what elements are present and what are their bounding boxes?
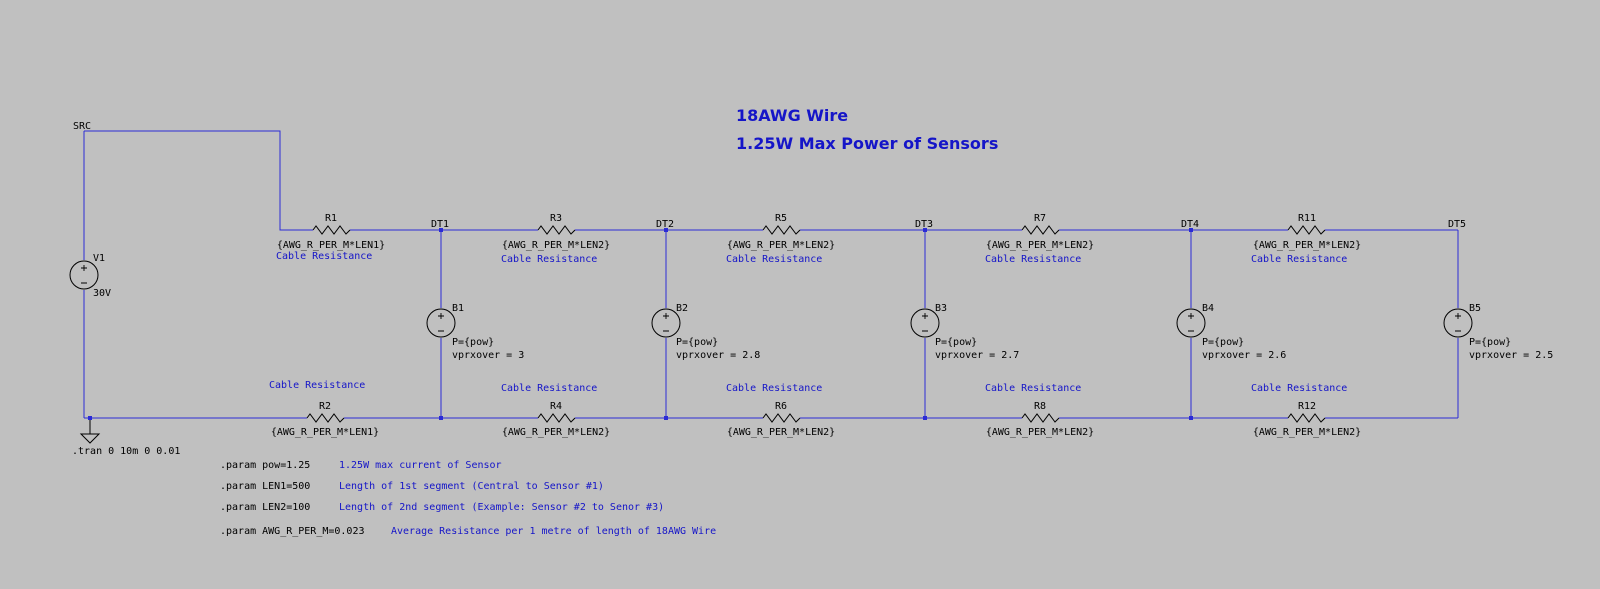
r6-comment[interactable]: Cable Resistance [726,383,822,394]
param-pow-comment[interactable]: 1.25W max current of Sensor [339,460,502,471]
r1-value: {AWG_R_PER_M*LEN1} [277,240,385,251]
r3-value: {AWG_R_PER_M*LEN2} [502,240,610,251]
tran-directive[interactable]: .tran 0 10m 0 0.01 [72,446,180,457]
b5-symbol[interactable] [1443,308,1473,338]
b1-power: P={pow} [452,337,494,348]
r1-name: R1 [325,213,337,224]
b4-vprxover: vprxover = 2.6 [1202,350,1286,361]
r8-value: {AWG_R_PER_M*LEN2} [986,427,1094,438]
junction-dot [439,416,443,420]
r7-value: {AWG_R_PER_M*LEN2} [986,240,1094,251]
r5-value: {AWG_R_PER_M*LEN2} [727,240,835,251]
net-label-dt3[interactable]: DT3 [915,219,933,230]
resistor-symbols [306,225,1326,423]
junction-dot [664,416,668,420]
r11-symbol[interactable] [1287,225,1326,235]
r4-value: {AWG_R_PER_M*LEN2} [502,427,610,438]
v1-symbol[interactable] [69,260,99,290]
net-label-dt1[interactable]: DT1 [431,219,449,230]
b2-power: P={pow} [676,337,718,348]
r11-name: R11 [1298,213,1316,224]
junction-dot [664,228,668,232]
b5-name: B5 [1469,303,1481,314]
r3-name: R3 [550,213,562,224]
b1-vprxover: vprxover = 3 [452,350,524,361]
b3-name: B3 [935,303,947,314]
net-label-src[interactable]: SRC [73,121,91,132]
junctions [88,228,1193,420]
r6-symbol[interactable] [762,413,801,423]
source-symbols [69,260,1473,338]
param-pow-directive[interactable]: .param pow=1.25 [220,460,310,471]
r5-name: R5 [775,213,787,224]
param-awg-directive[interactable]: .param AWG_R_PER_M=0.023 [220,526,365,537]
b1-name: B1 [452,303,464,314]
b4-symbol[interactable] [1176,308,1206,338]
v1-value: 30V [93,288,111,299]
b1-symbol[interactable] [426,308,456,338]
param-len2-comment[interactable]: Length of 2nd segment (Example: Sensor #… [339,502,664,513]
param-awg-comment[interactable]: Average Resistance per 1 metre of length… [391,526,716,537]
r1-comment[interactable]: Cable Resistance [276,251,372,262]
title-wire: 18AWG Wire [736,106,848,125]
b4-name: B4 [1202,303,1214,314]
net-label-dt5[interactable]: DT5 [1448,219,1466,230]
net-label-dt2[interactable]: DT2 [656,219,674,230]
r11-value: {AWG_R_PER_M*LEN2} [1253,240,1361,251]
r4-comment[interactable]: Cable Resistance [501,383,597,394]
r8-comment[interactable]: Cable Resistance [985,383,1081,394]
wire-src-top[interactable] [84,130,313,231]
r7-name: R7 [1034,213,1046,224]
r5-symbol[interactable] [762,225,801,235]
r11-comment[interactable]: Cable Resistance [1251,254,1347,265]
r3-symbol[interactable] [537,225,576,235]
r8-symbol[interactable] [1021,413,1060,423]
junction-dot [923,416,927,420]
junction-dot [439,228,443,232]
r2-symbol[interactable] [306,413,345,423]
r8-name: R8 [1034,401,1046,412]
title-power: 1.25W Max Power of Sensors [736,134,998,153]
r6-name: R6 [775,401,787,412]
ground-icon[interactable] [79,420,101,444]
v1-name: V1 [93,253,105,264]
r2-name: R2 [319,401,331,412]
wires [83,130,1459,419]
b2-vprxover: vprxover = 2.8 [676,350,760,361]
r12-comment[interactable]: Cable Resistance [1251,383,1347,394]
b3-vprxover: vprxover = 2.7 [935,350,1019,361]
param-len2-directive[interactable]: .param LEN2=100 [220,502,310,513]
r4-symbol[interactable] [537,413,576,423]
r4-name: R4 [550,401,562,412]
junction-dot [1189,228,1193,232]
r7-comment[interactable]: Cable Resistance [985,254,1081,265]
b4-power: P={pow} [1202,337,1244,348]
r12-name: R12 [1298,401,1316,412]
r3-comment[interactable]: Cable Resistance [501,254,597,265]
r7-symbol[interactable] [1021,225,1060,235]
b3-power: P={pow} [935,337,977,348]
b3-symbol[interactable] [910,308,940,338]
net-label-dt4[interactable]: DT4 [1181,219,1199,230]
b5-vprxover: vprxover = 2.5 [1469,350,1553,361]
b5-power: P={pow} [1469,337,1511,348]
r5-comment[interactable]: Cable Resistance [726,254,822,265]
r12-symbol[interactable] [1287,413,1326,423]
param-len1-directive[interactable]: .param LEN1=500 [220,481,310,492]
junction-dot [923,228,927,232]
r6-value: {AWG_R_PER_M*LEN2} [727,427,835,438]
b2-symbol[interactable] [651,308,681,338]
r1-symbol[interactable] [312,225,351,235]
junction-dot [1189,416,1193,420]
param-len1-comment[interactable]: Length of 1st segment (Central to Sensor… [339,481,604,492]
r2-value: {AWG_R_PER_M*LEN1} [271,427,379,438]
b2-name: B2 [676,303,688,314]
r12-value: {AWG_R_PER_M*LEN2} [1253,427,1361,438]
r2-comment[interactable]: Cable Resistance [269,380,365,391]
junction-dot [88,416,92,420]
